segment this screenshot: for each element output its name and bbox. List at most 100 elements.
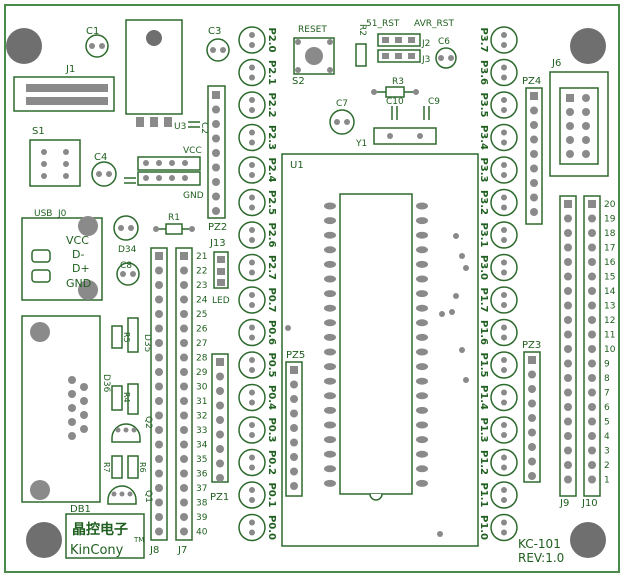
j10-pin-number: 17 xyxy=(604,244,615,254)
capacitor-c6: C6 xyxy=(435,37,457,69)
j10-pin xyxy=(588,243,596,252)
j8-pin xyxy=(155,339,163,347)
u1-pin xyxy=(324,231,336,239)
j8-pin xyxy=(155,397,163,405)
pz4-pin xyxy=(530,164,538,173)
pz1-pin xyxy=(216,445,224,453)
j10-pin xyxy=(588,432,596,440)
r6-label: R6 xyxy=(138,462,147,473)
u1-pin xyxy=(324,377,336,385)
diode-d35: D35 xyxy=(127,317,152,353)
u1-pin xyxy=(324,392,336,400)
db9-pin xyxy=(80,425,88,433)
port-label: P2.0 xyxy=(266,27,277,52)
u1-pin xyxy=(416,304,428,312)
q1-label: Q1 xyxy=(143,490,153,503)
pz1-pin xyxy=(216,387,224,395)
j8-pin xyxy=(155,266,163,275)
j10-pin-number: 13 xyxy=(604,302,615,312)
mcu-socket-u1: U1 xyxy=(281,153,479,547)
j10-pin-number: 15 xyxy=(604,273,615,283)
j9-pin xyxy=(564,287,572,295)
j10-pin-number: 3 xyxy=(604,447,610,457)
j10-pin xyxy=(588,258,596,266)
u1-pin xyxy=(324,348,336,356)
j8-pin xyxy=(155,368,163,376)
port-led-P3-2: P3.2 xyxy=(478,188,518,217)
j10-pin xyxy=(588,403,596,411)
pz2-pin xyxy=(212,149,220,157)
j8-pin xyxy=(155,382,163,391)
j8-pin xyxy=(155,295,163,304)
u1-pin xyxy=(416,231,428,239)
transistor-q2: Q2 xyxy=(111,416,153,443)
port-led-P3-7: P3.7 xyxy=(478,26,518,54)
u1-pin xyxy=(324,436,336,444)
r3-label: R3 xyxy=(392,77,404,87)
pz5-pin xyxy=(290,467,298,476)
j10-pin xyxy=(588,359,596,368)
header-j7: 2122232425262728293031323334353637383940… xyxy=(175,247,208,556)
port-led-P1-6: P1.6 xyxy=(478,318,518,347)
db9-pin xyxy=(80,411,88,419)
c8-label: C8 xyxy=(120,261,132,271)
pz3-pin-square xyxy=(528,356,536,364)
port-label: P0.5 xyxy=(266,352,277,377)
kincony-logo: 晶控电子 KinCony TM xyxy=(65,513,145,559)
diode-d36: D36 xyxy=(101,374,139,415)
u1-pin xyxy=(416,363,428,371)
header-j8: J8 xyxy=(149,247,168,556)
q2-label: Q2 xyxy=(143,416,153,429)
r1-label: R1 xyxy=(168,213,180,223)
j9-pin xyxy=(564,301,572,310)
pz2-pin xyxy=(212,134,220,143)
usb-vcc-label: VCC xyxy=(66,234,89,247)
pz2-pin xyxy=(212,178,220,186)
port-led-P0-5: P0.5 xyxy=(238,351,277,379)
pz4-label: PZ4 xyxy=(522,76,541,87)
port-label: P3.5 xyxy=(478,92,489,117)
port-led-P0-1: P0.1 xyxy=(238,481,277,509)
j9-pin xyxy=(564,374,572,382)
port-led-P3-3: P3.3 xyxy=(478,156,518,184)
j10-pin-number: 20 xyxy=(604,200,616,210)
j10-pin xyxy=(588,330,596,339)
j7-pin xyxy=(180,353,188,362)
j9-pin-square xyxy=(564,200,572,208)
u1-pin xyxy=(416,246,428,254)
j8-pin xyxy=(155,455,163,463)
j9-pin xyxy=(564,345,572,353)
switch-s1: S1 xyxy=(29,126,81,187)
j7-pin xyxy=(180,281,188,289)
j10-pin xyxy=(588,446,596,455)
capacitor-c10: C10 xyxy=(386,97,404,120)
port-led-P3-4: P3.4 xyxy=(478,123,518,152)
j9-pin xyxy=(564,403,572,411)
transistor-q1: Q1 xyxy=(107,485,153,505)
pz3-pin xyxy=(528,385,536,393)
j10-pin-number: 7 xyxy=(604,389,610,399)
port-led-P2-2: P2.2 xyxy=(238,91,277,119)
port-led-P2-5: P2.5 xyxy=(238,188,277,217)
u1-pin xyxy=(416,392,428,400)
j9-pin xyxy=(564,229,572,237)
port-led-P0-4: P0.4 xyxy=(238,383,277,412)
j7-pin xyxy=(180,266,188,275)
port-led-P1-0: P1.0 xyxy=(478,513,518,542)
u1-pin xyxy=(416,406,428,414)
u1-pin xyxy=(324,363,336,371)
j6-pin xyxy=(582,122,590,130)
crystal-y1: Y1 xyxy=(355,127,437,149)
capacitor-c4: C4 xyxy=(91,152,117,187)
pz2-pin xyxy=(212,207,220,215)
pz5-pin xyxy=(290,380,298,389)
j8-label: J8 xyxy=(149,545,159,556)
j7-pin xyxy=(180,455,188,463)
r7-label: R7 xyxy=(102,462,111,473)
port-led-P1-3: P1.3 xyxy=(478,416,518,444)
pz5-pin xyxy=(290,409,298,418)
db1-label: DB1 xyxy=(70,504,91,515)
u1-pin xyxy=(416,319,428,327)
j10-label: J10 xyxy=(581,498,598,509)
j9-pin xyxy=(564,417,572,426)
